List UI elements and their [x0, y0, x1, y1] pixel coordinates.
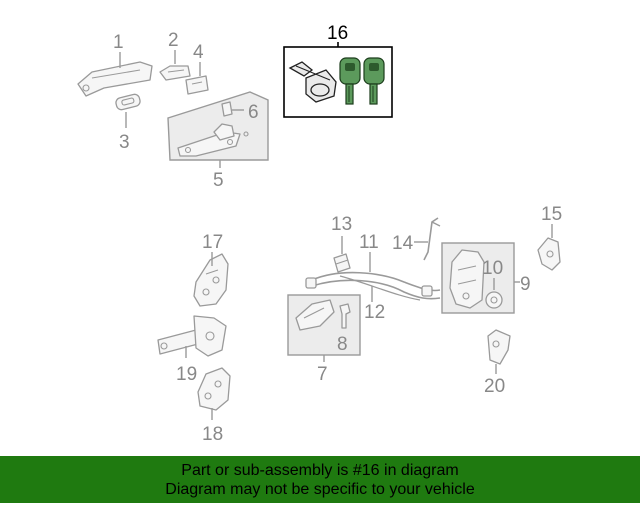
parts-diagram: 1 2 4 3 6 5 16: [77, 23, 562, 445]
grommet-part-3[interactable]: [115, 93, 141, 111]
banner-line-1: Part or sub-assembly is #16 in diagram: [181, 462, 459, 479]
callout-8[interactable]: 8: [337, 334, 348, 355]
callout-2[interactable]: 2: [168, 30, 179, 51]
upper-hinge-part-17[interactable]: [193, 253, 229, 307]
handle-cap-part-2[interactable]: [159, 65, 191, 81]
banner-line-2: Diagram may not be specific to your vehi…: [165, 481, 475, 498]
key-icon: [363, 57, 385, 105]
inside-handle-box-part-7[interactable]: [287, 294, 361, 356]
callout-16[interactable]: 16: [327, 23, 348, 44]
callout-10[interactable]: 10: [482, 258, 503, 279]
callout-12[interactable]: 12: [364, 302, 385, 323]
callout-4[interactable]: 4: [193, 42, 204, 63]
lock-cylinder-set-part-16[interactable]: [283, 46, 393, 118]
lower-hinge-part-18[interactable]: [197, 367, 231, 411]
screw-part-6[interactable]: [221, 101, 244, 117]
cables-part-11-12[interactable]: [305, 271, 441, 301]
key-icon: [339, 57, 361, 105]
callout-1[interactable]: 1: [113, 32, 124, 53]
door-check-part-19[interactable]: [157, 315, 227, 357]
rod-part-14[interactable]: [423, 217, 441, 261]
callout-3[interactable]: 3: [119, 132, 130, 153]
callout-13[interactable]: 13: [331, 214, 352, 235]
callout-14[interactable]: 14: [392, 233, 414, 254]
callout-17[interactable]: 17: [202, 232, 223, 253]
callout-18[interactable]: 18: [202, 424, 223, 445]
highlight-banner: Part or sub-assembly is #16 in diagram D…: [0, 456, 640, 503]
pad-part-4[interactable]: [185, 75, 209, 95]
callout-20[interactable]: 20: [484, 376, 505, 397]
callout-5[interactable]: 5: [213, 170, 224, 191]
door-latch-box-part-9[interactable]: [441, 242, 515, 314]
callout-11[interactable]: 11: [359, 232, 379, 253]
outside-handle-part-1[interactable]: [77, 61, 153, 97]
callout-9[interactable]: 9: [520, 274, 531, 295]
clip-part-13[interactable]: [333, 253, 351, 273]
lock-cylinder-icon: [288, 61, 337, 103]
callout-7[interactable]: 7: [317, 364, 328, 385]
striker-part-15[interactable]: [537, 237, 561, 271]
callout-19[interactable]: 19: [176, 364, 197, 385]
screw-part-8[interactable]: [339, 303, 351, 329]
handle-frame-box-part-5[interactable]: [167, 91, 269, 161]
bushing-part-10[interactable]: [485, 291, 503, 309]
callout-15[interactable]: 15: [541, 204, 562, 225]
callout-6[interactable]: 6: [248, 102, 259, 123]
lock-knob-part-20[interactable]: [487, 329, 511, 365]
